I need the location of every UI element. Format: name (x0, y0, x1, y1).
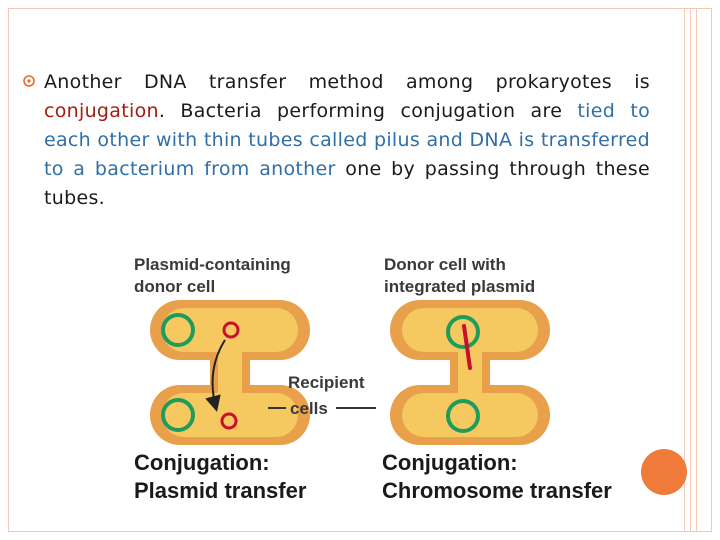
right-label-line2: integrated plasmid (384, 277, 535, 296)
center-label-line1: Recipient (288, 373, 365, 392)
paragraph-text: Another DNA transfer method among prokar… (44, 71, 650, 93)
right-caption-line1: Conjugation: (382, 450, 518, 475)
frame-rail (690, 8, 691, 532)
frame-rail (684, 8, 685, 532)
right-caption-line2: Chromosome transfer (382, 478, 612, 503)
left-cell-pair (150, 300, 310, 445)
right-cell-cytoplasm (402, 308, 538, 437)
center-label-line2: cells (290, 399, 328, 418)
paragraph-text: . Bacteria performing conjugation are (159, 100, 562, 122)
bullet-icon (22, 74, 36, 88)
left-cell-cytoplasm (162, 308, 298, 437)
left-label-line1: Plasmid-containing (134, 255, 291, 274)
left-caption-line2: Plasmid transfer (134, 478, 307, 503)
right-label-line1: Donor cell with (384, 255, 506, 274)
right-cell-pair (390, 300, 550, 445)
frame-rail (696, 8, 697, 532)
conjugation-diagram: Plasmid-containing donor cell Donor cell… (120, 240, 650, 510)
term-conjugation: conjugation (44, 100, 159, 122)
left-caption-line1: Conjugation: (134, 450, 270, 475)
body-paragraph: Another DNA transfer method among prokar… (44, 68, 650, 213)
left-label-line2: donor cell (134, 277, 215, 296)
